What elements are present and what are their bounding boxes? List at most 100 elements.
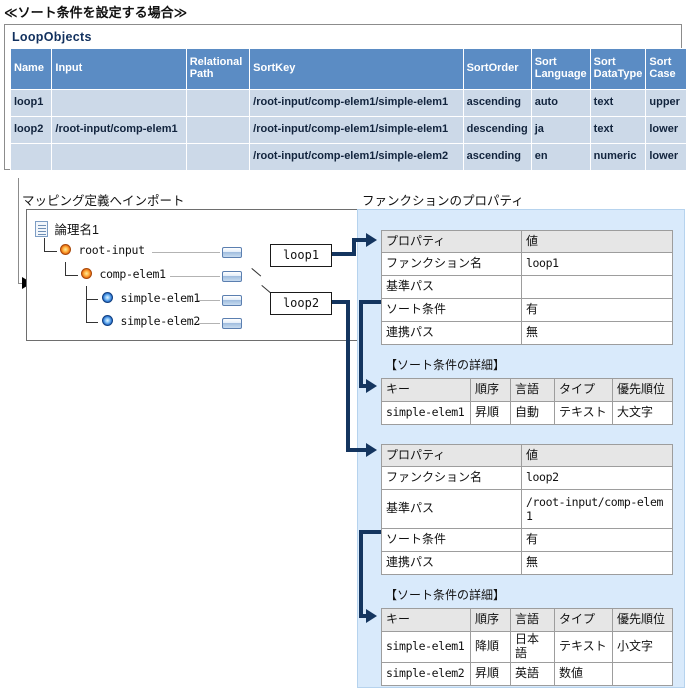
row-value-sort-condition: 有: [521, 298, 673, 322]
column-header-name: Name: [9, 48, 53, 90]
table-row: 基準パス /root-input/comp-elem1: [381, 489, 673, 529]
cell-sortcase: lower: [645, 143, 687, 171]
table-row: loop1 /root-input/comp-elem1/simple-elem…: [9, 89, 687, 117]
column-header-order: 順序: [470, 608, 511, 632]
loop-box-loop1[interactable]: loop1: [270, 244, 332, 267]
table-header-row: キー 順序 言語 タイプ 優先順位: [381, 378, 673, 402]
cell-sortdatatype: text: [589, 89, 647, 117]
cell-priority: [612, 661, 673, 686]
cell-sortdatatype: numeric: [589, 143, 647, 171]
tree-link-line-2: [170, 276, 220, 277]
cell-type: テキスト: [554, 631, 613, 663]
tree-root-node[interactable]: 論理名1: [35, 219, 99, 238]
document-icon: [35, 221, 48, 237]
column-header-priority: 優先順位: [612, 378, 673, 402]
cell-input: [51, 89, 187, 117]
column-header-key: キー: [381, 378, 471, 402]
cell-name: loop2: [9, 116, 53, 144]
cell-relational-path: [185, 89, 251, 117]
row-value-function-name: loop2: [521, 466, 673, 490]
row-value-sort-condition: 有: [521, 528, 673, 552]
cell-sortorder: descending: [462, 116, 532, 144]
row-label-link-path: 連携パス: [381, 321, 522, 345]
tree-node-simple-elem2[interactable]: simple-elem2: [102, 314, 200, 328]
cell-key: simple-elem1: [381, 401, 471, 425]
connector-sort2-h-top: [359, 530, 381, 534]
tree-port-icon-2[interactable]: [222, 271, 242, 282]
simple-element-icon: [102, 315, 113, 326]
table-row: 連携パス 無: [381, 321, 673, 345]
tree-node-root-input[interactable]: root-input: [60, 243, 145, 257]
page-title: ≪ソート条件を設定する場合≫: [4, 5, 188, 20]
connector-sort2-v: [359, 530, 363, 618]
column-header-sortkey: SortKey: [249, 48, 464, 90]
tree-node-simple-elem1[interactable]: simple-elem1: [102, 291, 200, 305]
table-row: /root-input/comp-elem1/simple-elem2 asce…: [9, 143, 687, 171]
column-header-value: 値: [521, 444, 673, 467]
column-header-value: 値: [521, 230, 673, 253]
row-value-link-path: 無: [521, 551, 673, 575]
column-header-language: 言語: [510, 608, 555, 632]
table-header-row: プロパティ 値: [381, 444, 673, 467]
connector-arrow-to-detail2: [366, 609, 377, 623]
tree-port-icon-3[interactable]: [222, 295, 242, 306]
connector-loop2-h2: [346, 448, 370, 452]
cell-type: 数値: [554, 661, 613, 686]
connector-loop1-h2: [352, 238, 370, 242]
cell-order: 降順: [470, 631, 511, 663]
tree-link-line-1: [152, 252, 220, 253]
column-header-key: キー: [381, 608, 471, 632]
row-label-base-path: 基準パス: [381, 489, 522, 529]
function-props-section-label: ファンクションのプロパティ: [362, 194, 524, 208]
loop-box-loop2[interactable]: loop2: [270, 292, 332, 315]
connector-arrow-to-prop1: [366, 233, 377, 247]
column-header-priority: 優先順位: [612, 608, 673, 632]
row-value-base-path: /root-input/comp-elem1: [521, 489, 673, 529]
cell-type: テキスト: [554, 401, 613, 425]
column-header-input: Input: [51, 48, 187, 90]
tree-elbow-2: [65, 262, 78, 276]
table-row: simple-elem1 降順 日本語 テキスト 小文字: [381, 631, 673, 663]
sort-detail-table-loop1: キー 順序 言語 タイプ 優先順位 simple-elem1 昇順 自動 テキス…: [381, 378, 673, 425]
table-row: ソート条件 有: [381, 298, 673, 322]
connector-arrow-to-prop2: [366, 443, 377, 457]
tree-branch-arm-2: [86, 322, 98, 324]
cell-sortorder: ascending: [462, 143, 532, 171]
mapping-section-label: マッピング定義へインポート: [22, 194, 185, 208]
tree-link-line-4: [198, 323, 220, 324]
row-label-sort-condition: ソート条件: [381, 298, 522, 322]
connector-loop2-h1: [332, 300, 350, 304]
table-header-row: キー 順序 言語 タイプ 優先順位: [381, 608, 673, 632]
connector-loop1-v: [352, 238, 356, 256]
cell-sortlanguage: en: [530, 143, 591, 171]
tree-node-comp-elem1[interactable]: comp-elem1: [81, 267, 166, 281]
cell-sortkey: /root-input/comp-elem1/simple-elem1: [249, 89, 464, 117]
connector-sort1-v: [359, 300, 363, 388]
tree-elbow-1: [44, 238, 57, 252]
cell-priority: 大文字: [612, 401, 673, 425]
complex-element-icon: [60, 244, 71, 255]
cell-input: /root-input/comp-elem1: [51, 116, 187, 144]
column-header-property: プロパティ: [381, 230, 522, 253]
cell-sortlanguage: auto: [530, 89, 591, 117]
connector-sort1-h-bot: [359, 384, 370, 388]
cell-priority: 小文字: [612, 631, 673, 663]
row-label-link-path: 連携パス: [381, 551, 522, 575]
tree-link-line-3: [198, 300, 220, 301]
cell-name: [9, 143, 53, 171]
cell-language: 自動: [510, 401, 555, 425]
tree-port-icon-1[interactable]: [222, 247, 242, 258]
cell-name: loop1: [9, 89, 53, 117]
connector-sort1-h-top: [359, 300, 381, 304]
tree-port-icon-4[interactable]: [222, 318, 242, 329]
table-row: 連携パス 無: [381, 551, 673, 575]
connector-loop2-v: [346, 300, 350, 452]
cell-language: 英語: [510, 661, 555, 686]
cell-sortkey: /root-input/comp-elem1/simple-elem1: [249, 116, 464, 144]
